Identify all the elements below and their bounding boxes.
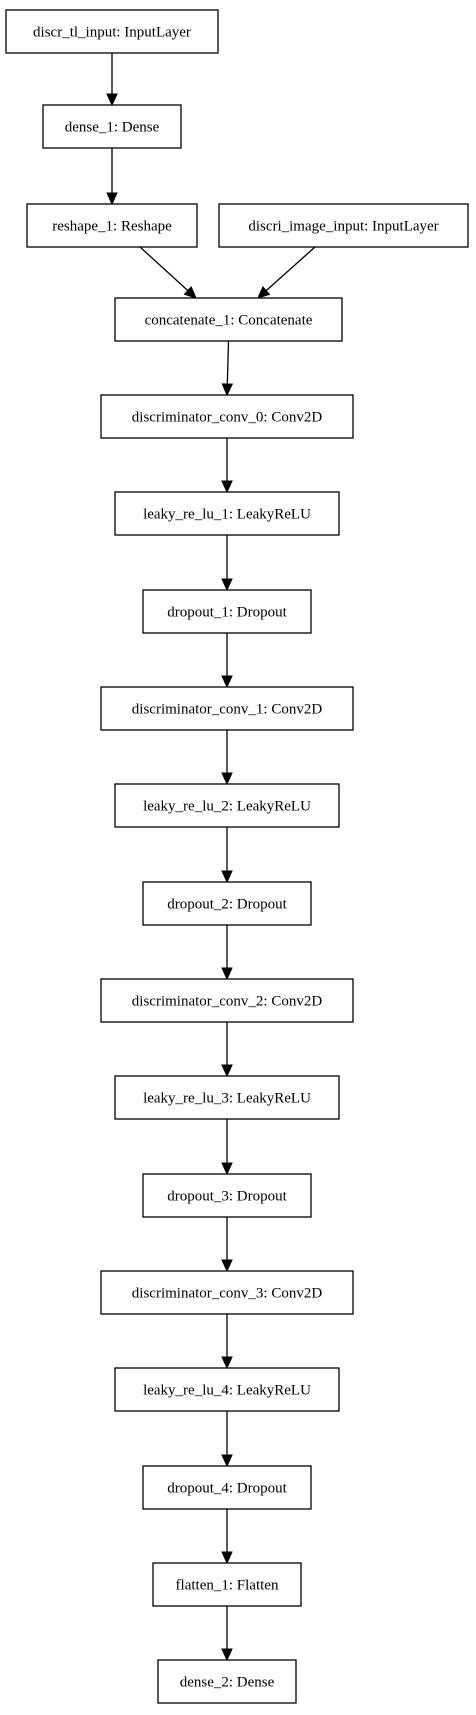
- arrowhead-icon: [106, 192, 118, 206]
- arrowhead-icon: [221, 1356, 233, 1370]
- edge-leaky-re-lu-1-to-dropout-1: [221, 535, 233, 592]
- edge-concatenate-1-to-discriminator-conv-0: [221, 340, 234, 397]
- edge-discriminator-conv-1-to-leaky-re-lu-2: [221, 730, 233, 786]
- layer-label: discri_image_input: InputLayer: [248, 219, 438, 235]
- layer-node-dense-2: dense_2: Dense: [157, 1659, 297, 1704]
- arrowhead-icon: [221, 1064, 233, 1078]
- layer-label: dense_2: Dense: [180, 1675, 275, 1691]
- edge-dropout-3-to-discriminator-conv-3: [221, 1217, 233, 1273]
- edge-dropout-2-to-discriminator-conv-2: [221, 925, 233, 981]
- layer-label: dropout_4: Dropout: [167, 1481, 287, 1497]
- layer-node-dropout-4: dropout_4: Dropout: [142, 1465, 312, 1510]
- layer-node-concatenate-1: concatenate_1: Concatenate: [114, 297, 343, 342]
- edge-discriminator-conv-3-to-leaky-re-lu-4: [221, 1314, 233, 1370]
- layer-node-dropout-2: dropout_2: Dropout: [142, 881, 312, 926]
- layer-box: [142, 1173, 312, 1218]
- layer-node-flatten-1: flatten_1: Flatten: [152, 1562, 302, 1607]
- edge-leaky-re-lu-4-to-dropout-4: [221, 1411, 233, 1468]
- layer-label: dropout_2: Dropout: [167, 897, 287, 913]
- arrowhead-icon: [221, 480, 233, 494]
- edge-discr-tl-input-to-dense-1: [106, 53, 118, 107]
- graph-nodes: discr_tl_input: InputLayer dense_1: Dense…: [5, 9, 469, 1704]
- layer-box: [114, 1367, 340, 1412]
- edge-dropout-1-to-discriminator-conv-1: [221, 633, 233, 689]
- arrowhead-icon: [257, 285, 271, 299]
- layer-box: [157, 1659, 297, 1704]
- arrowhead-icon: [221, 1162, 233, 1176]
- layer-node-dropout-3: dropout_3: Dropout: [142, 1173, 312, 1218]
- layer-node-discriminator-conv-3: discriminator_conv_3: Conv2D: [100, 1270, 354, 1315]
- layer-node-dropout-1: dropout_1: Dropout: [142, 589, 312, 634]
- arrowhead-icon: [221, 772, 233, 786]
- arrowhead-icon: [221, 967, 233, 981]
- layer-box: [26, 203, 198, 248]
- edge-leaky-re-lu-3-to-dropout-3: [221, 1119, 233, 1176]
- edge-line: [226, 340, 230, 385]
- layer-box: [218, 203, 469, 248]
- layer-node-leaky-re-lu-4: leaky_re_lu_4: LeakyReLU: [114, 1367, 340, 1412]
- layer-node-discriminator-conv-1: discriminator_conv_1: Conv2D: [100, 686, 354, 731]
- arrowhead-icon: [221, 675, 233, 689]
- arrowhead-icon: [221, 1648, 233, 1662]
- arrowhead-icon: [221, 578, 233, 592]
- layer-label: discriminator_conv_3: Conv2D: [132, 1286, 323, 1302]
- layer-box: [114, 783, 340, 828]
- layer-box: [100, 1270, 354, 1315]
- layer-label: flatten_1: Flatten: [176, 1578, 279, 1594]
- graph-edges: [106, 53, 316, 1662]
- layer-node-reshape-1: reshape_1: Reshape: [26, 203, 198, 248]
- arrowhead-icon: [221, 1551, 233, 1565]
- layer-node-dense-1: dense_1: Dense: [42, 104, 182, 149]
- layer-label: dense_1: Dense: [65, 120, 160, 136]
- edge-dropout-4-to-flatten-1: [221, 1509, 233, 1565]
- layer-box: [114, 1075, 340, 1120]
- arrowhead-icon: [221, 1454, 233, 1468]
- edge-discri-image-input-to-concatenate-1: [257, 246, 316, 299]
- layer-node-discriminator-conv-2: discriminator_conv_2: Conv2D: [100, 978, 354, 1023]
- layer-node-discriminator-conv-0: discriminator_conv_0: Conv2D: [100, 394, 354, 439]
- layer-label: discriminator_conv_1: Conv2D: [132, 702, 323, 718]
- layer-node-leaky-re-lu-3: leaky_re_lu_3: LeakyReLU: [114, 1075, 340, 1120]
- edge-line: [265, 246, 316, 292]
- edge-discriminator-conv-0-to-leaky-re-lu-1: [221, 438, 233, 494]
- layer-node-discr-tl-input: discr_tl_input: InputLayer: [5, 9, 219, 54]
- layer-box: [100, 394, 354, 439]
- layer-label: leaky_re_lu_1: LeakyReLU: [143, 507, 311, 523]
- layer-label: leaky_re_lu_4: LeakyReLU: [143, 1383, 311, 1399]
- layer-box: [114, 491, 340, 536]
- edge-discriminator-conv-2-to-leaky-re-lu-3: [221, 1022, 233, 1078]
- layer-box: [100, 686, 354, 731]
- layer-box: [114, 297, 343, 342]
- layer-label: discriminator_conv_2: Conv2D: [132, 994, 323, 1010]
- layer-label: leaky_re_lu_2: LeakyReLU: [143, 799, 311, 815]
- layer-node-discri-image-input: discri_image_input: InputLayer: [218, 203, 469, 248]
- layer-box: [152, 1562, 302, 1607]
- layer-node-leaky-re-lu-2: leaky_re_lu_2: LeakyReLU: [114, 783, 340, 828]
- edge-flatten-1-to-dense-2: [221, 1606, 233, 1662]
- layer-label: discr_tl_input: InputLayer: [33, 25, 191, 41]
- layer-box: [42, 104, 182, 149]
- layer-box: [142, 881, 312, 926]
- edge-leaky-re-lu-2-to-dropout-2: [221, 827, 233, 884]
- edge-reshape-1-to-concatenate-1: [139, 246, 197, 299]
- arrowhead-icon: [183, 285, 197, 299]
- arrowhead-icon: [221, 383, 234, 397]
- edge-dense-1-to-reshape-1: [106, 148, 118, 206]
- arrowhead-icon: [221, 1259, 233, 1273]
- layer-label: reshape_1: Reshape: [52, 219, 172, 235]
- arrowhead-icon: [106, 93, 118, 107]
- layer-label: discriminator_conv_0: Conv2D: [132, 410, 323, 426]
- layer-box: [142, 1465, 312, 1510]
- edge-line: [139, 246, 189, 292]
- layer-node-leaky-re-lu-1: leaky_re_lu_1: LeakyReLU: [114, 491, 340, 536]
- layer-box: [142, 589, 312, 634]
- arrowhead-icon: [221, 870, 233, 884]
- layer-label: leaky_re_lu_3: LeakyReLU: [143, 1091, 311, 1107]
- layer-label: dropout_1: Dropout: [167, 605, 287, 621]
- layer-box: [5, 9, 219, 54]
- layer-label: concatenate_1: Concatenate: [145, 313, 313, 329]
- layer-label: dropout_3: Dropout: [167, 1189, 287, 1205]
- layer-box: [100, 978, 354, 1023]
